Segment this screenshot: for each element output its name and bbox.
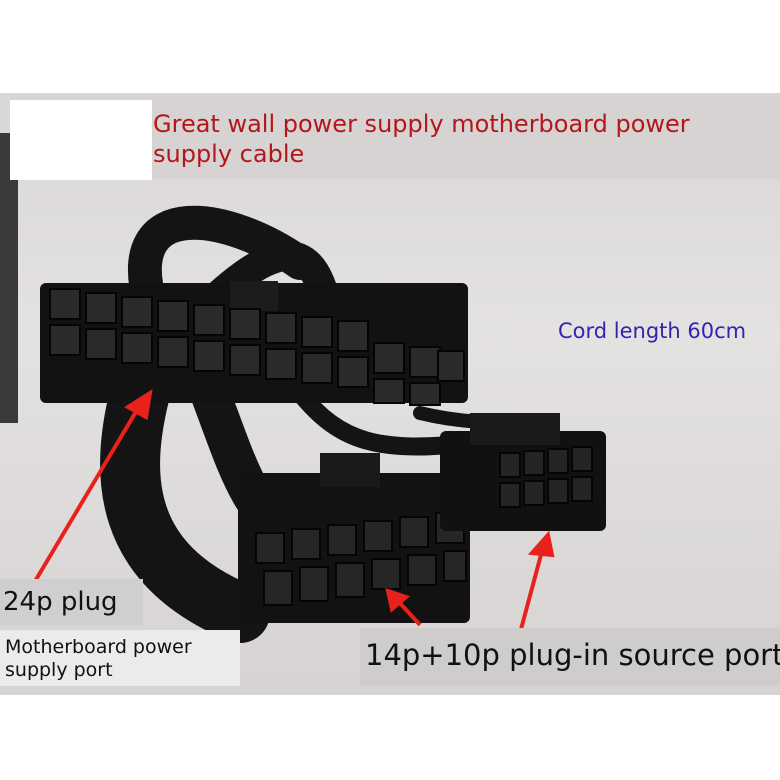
source-port-label: 14p+10p plug-in source port	[365, 638, 780, 672]
title-white-block	[10, 100, 152, 180]
cable-illustration	[0, 133, 606, 643]
cord-length-label: Cord length 60cm	[558, 319, 747, 343]
product-photo: Great wall power supply motherboard powe…	[0, 93, 780, 695]
plug-24p-banner	[0, 579, 143, 625]
motherboard-port-label: Motherboard power supply port	[5, 636, 192, 681]
page-title: Great wall power supply motherboard powe…	[153, 110, 690, 168]
connector-10p	[440, 413, 606, 531]
source-port-banner	[360, 628, 780, 686]
plug-24p-label: 24p plug	[3, 587, 118, 617]
connector-14p	[238, 453, 470, 623]
connector-24p	[40, 281, 468, 406]
motherboard-port-banner	[0, 630, 240, 686]
